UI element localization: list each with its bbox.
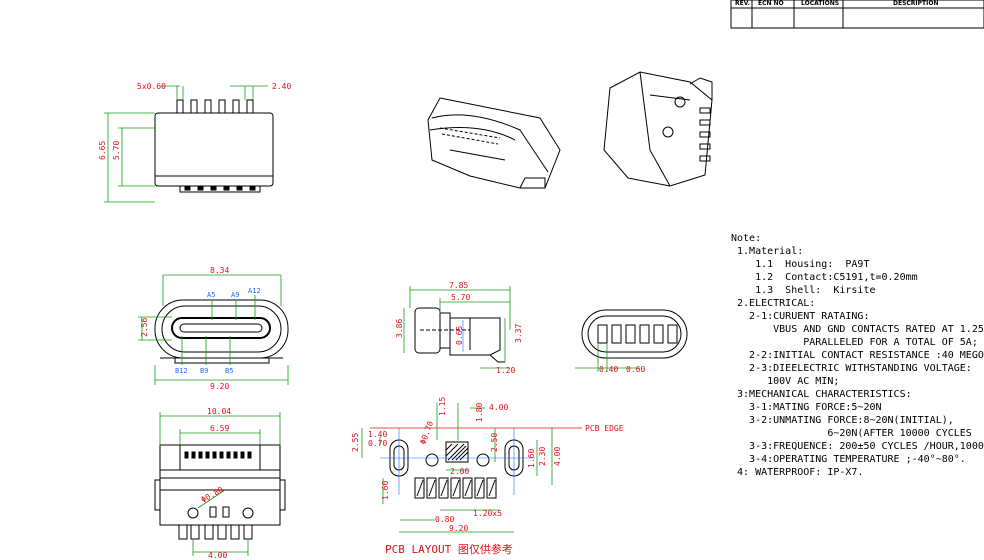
note-line: 3-3:FREQUENCE: 200±50 CYCLES /HOUR,1000 — [731, 441, 984, 452]
note-line: 3-4:OPERATING TEMPERATURE ;-40°~80°. — [731, 454, 966, 465]
pin-a9: A9 — [231, 291, 239, 299]
pin-b5: B5 — [225, 367, 233, 375]
note-line: 1.3 Shell: Kirsite — [731, 285, 876, 296]
notes-block: Note: 1.Material: 1.1 Housing: PA9T 1.2 … — [731, 233, 984, 478]
rev-header: REV. — [735, 0, 750, 7]
pcb-dim-8: 2.50 — [490, 433, 499, 452]
iso-view-front — [427, 97, 561, 189]
front-view — [154, 299, 289, 364]
profile-view — [414, 307, 505, 363]
rear-view-dims — [575, 343, 640, 372]
description-header: DESCRIPTION — [893, 0, 939, 7]
pcb-dim-13: 1.60 — [381, 481, 390, 500]
pcb-dim-5: 1.40 — [368, 430, 387, 439]
pcb-dim-6: 0.70 — [368, 439, 387, 448]
pcb-layout-title: PCB LAYOUT 图仅供参考 — [385, 542, 513, 556]
pin-b9: B9 — [200, 367, 208, 375]
note-line: VBUS AND GND CONTACTS RATED AT 1.25A — [731, 324, 984, 335]
note-line: 2-3:DIEELECTRIC WITHSTANDING VOLTAGE: — [731, 363, 972, 374]
dim-profile-tab: 0.65 — [455, 326, 464, 345]
pcb-dim-9: 2.00 — [450, 467, 469, 476]
note-line: 1.1 Housing: PA9T — [731, 259, 869, 270]
pcb-centerlines — [380, 428, 535, 495]
dim-body-height: 5.70 — [112, 141, 121, 160]
note-line: 3-2:UNMATING FORCE:8~20N(INITIAL), — [731, 415, 954, 426]
pin-a12: A12 — [248, 287, 261, 295]
dim-rear-left: 0.40 — [599, 365, 618, 374]
pcb-dim-3: 4.00 — [489, 403, 508, 412]
note-line: 2.ELECTRICAL: — [731, 298, 815, 309]
note-line: 1.2 Contact:C5191,t=0.20mm — [731, 272, 918, 283]
iso-view-rear — [603, 71, 713, 187]
pcb-dim-1: 1.15 — [438, 397, 447, 416]
dim-profile-lead: 1.20 — [496, 366, 515, 375]
pcb-dim-11: 2.30 — [538, 447, 547, 466]
pcb-dim-4: 2.55 — [351, 433, 360, 452]
dim-profile-shell: 5.70 — [451, 293, 470, 302]
side-view-dims — [104, 85, 268, 203]
pcb-dim-16: 9.20 — [449, 524, 468, 533]
pcb-dim-10: 1.60 — [527, 449, 536, 468]
note-line: 6~20N(AFTER 10000 CYCLES — [731, 428, 972, 439]
dim-profile-length: 7.85 — [449, 281, 468, 290]
dim-top-overall: 10.04 — [207, 407, 231, 416]
dim-thickness: 2.56 — [140, 318, 149, 337]
pin-a5: A5 — [207, 291, 215, 299]
locations-header: LOCATIONS — [801, 0, 839, 7]
pin-b12: B12 — [175, 367, 188, 375]
revision-table: REV. ECN NO LOCATIONS DESCRIPTION — [730, 0, 984, 29]
dim-profile-height: 3.86 — [395, 319, 404, 338]
dim-pins: 5x0.60 — [137, 82, 166, 91]
note-line: PARALLELED FOR A TOTAL OF 5A; — [731, 337, 978, 348]
note-line: 4: WATERPROOF: IP-X7. — [731, 467, 863, 478]
dim-top-pitch: 4.00 — [208, 551, 227, 560]
side-view — [154, 99, 274, 193]
note-line: 100V AC MIN; — [731, 376, 839, 387]
pcb-dim-7: Φ0.70 — [418, 420, 435, 446]
dim-top-hole: Φ0.80 — [200, 485, 226, 505]
pcb-dims — [361, 403, 553, 533]
front-view-dims — [138, 274, 289, 385]
dim-pitch: 2.40 — [272, 82, 291, 91]
top-view — [154, 444, 286, 540]
dim-profile-lead-h: 3.37 — [514, 324, 523, 343]
pcb-dim-2: 1.80 — [475, 403, 484, 422]
note-line: 1.Material: — [731, 246, 803, 257]
dim-top-inner: 6.59 — [210, 424, 229, 433]
pcb-dim-14: 0.80 — [435, 515, 454, 524]
pcb-dim-15: 1.20x5 — [473, 509, 502, 518]
pcb-dim-12: 4.00 — [553, 447, 562, 466]
dim-rear-right: 0.60 — [626, 365, 645, 374]
dim-width: 8.34 — [210, 266, 229, 275]
top-view-dims — [159, 412, 281, 556]
rear-view — [581, 309, 688, 359]
note-line: 3:MECHANICAL CHARACTERISTICS: — [731, 389, 912, 400]
note-line: 3-1:MATING FORCE:5~20N — [731, 402, 882, 413]
dim-overall: 9.20 — [210, 382, 229, 391]
note-line: 2-1:CURUENT RATAING: — [731, 311, 869, 322]
note-line: Note: — [731, 233, 761, 244]
ecn-header: ECN NO — [758, 0, 784, 7]
dim-height: 6.65 — [98, 141, 107, 160]
pcb-edge-label: PCB EDGE — [585, 424, 624, 433]
note-line: 2-2:INITIAL CONTACT RESISTANCE :40 MEGOH… — [731, 350, 984, 361]
profile-view-dims — [403, 286, 511, 369]
